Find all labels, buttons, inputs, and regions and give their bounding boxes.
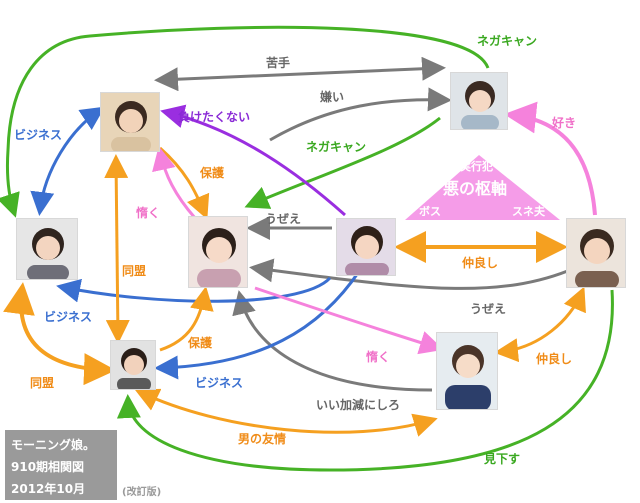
triangle-top-label: 実行犯 [460,160,493,173]
caption-line2: 910期相関図 [11,460,85,474]
label-hogo-bot: 保護 [188,336,213,350]
member-photo-top-left [100,92,160,152]
arrow-iikagen [232,290,433,392]
member-photo-center-left [188,216,248,288]
arrow-suki [504,101,597,216]
arrow-mikudasu [116,289,614,472]
arrow-namaku-top [152,146,197,219]
label-maketakunai: 負けたくない [178,110,251,124]
label-nakayoshi-top: 仲良し [462,256,499,270]
arrow-hogo-bot [159,286,214,352]
portrait-icon [17,219,77,279]
label-negakyan-mid: ネガキャン [306,140,367,154]
label-negakyan-top: ネガキャン [477,34,538,48]
portrait-icon [337,219,395,275]
portrait-icon [111,341,155,389]
caption-revision: (改訂版) [122,487,162,498]
label-namaku-top: 惰く [136,206,161,220]
arrow-nigate [154,56,446,92]
label-doumei-mid: 同盟 [122,264,147,278]
label-business-tl: ビジネス [14,128,63,142]
arrow-business-bot [154,269,362,380]
label-namaku-bot: 惰く [366,350,391,364]
label-business-bot: ビジネス [195,376,244,390]
label-kirai: 嫌い [320,90,345,104]
triangle-left-label: ボス [419,205,441,218]
label-otoko-no-yuujou: 男の友情 [238,432,287,446]
label-hogo-top: 保護 [200,166,225,180]
portrait-icon [189,217,247,287]
portrait-icon [567,219,625,287]
portrait-icon [101,93,159,151]
arrow-doumei-mid [104,154,130,344]
arrow-kirai [269,87,452,142]
portrait-icon [437,333,497,409]
triangle-right-label: スネ夫 [512,205,545,218]
label-nigate: 苦手 [266,56,291,70]
triangle-center-label: 悪の枢軸 [443,179,508,198]
arrow-business-tl [30,106,105,216]
label-suki: 好き [552,116,577,130]
member-photo-top-right [450,72,508,130]
arrow-maketakunai [160,104,346,217]
arrow-nakayoshi-bot [494,286,586,363]
arrow-otoko [134,388,438,437]
caption-line1: モーニング娘。 [11,438,96,452]
arrow-doumei-left [3,282,116,386]
diagram-caption: モーニング娘。 910期相関図 2012年10月 [5,430,117,500]
label-business-mid: ビジネス [44,310,93,324]
label-uzee-top: うぜえ [265,212,302,226]
member-photo-bottom-left [110,340,156,390]
arrow-negakyan-outer [0,25,490,218]
arrow-namaku-bot [254,286,444,355]
label-mikudasu: 見下す [484,452,521,466]
caption-line3: 2012年10月 [11,482,86,496]
member-photo-center [336,218,396,276]
member-photo-bottom-right [436,332,498,410]
label-uzee-mid: うぜえ [470,302,507,316]
label-doumei-left: 同盟 [30,376,55,390]
member-photo-right [566,218,626,288]
member-photo-left [16,218,78,280]
label-iikagen: いい加減にしろ [316,398,401,412]
portrait-icon [451,73,507,129]
arrow-uzee-mid [249,258,576,290]
arrow-negakyan-mid [244,116,441,209]
label-nakayoshi-bot: 仲良し [536,352,573,366]
